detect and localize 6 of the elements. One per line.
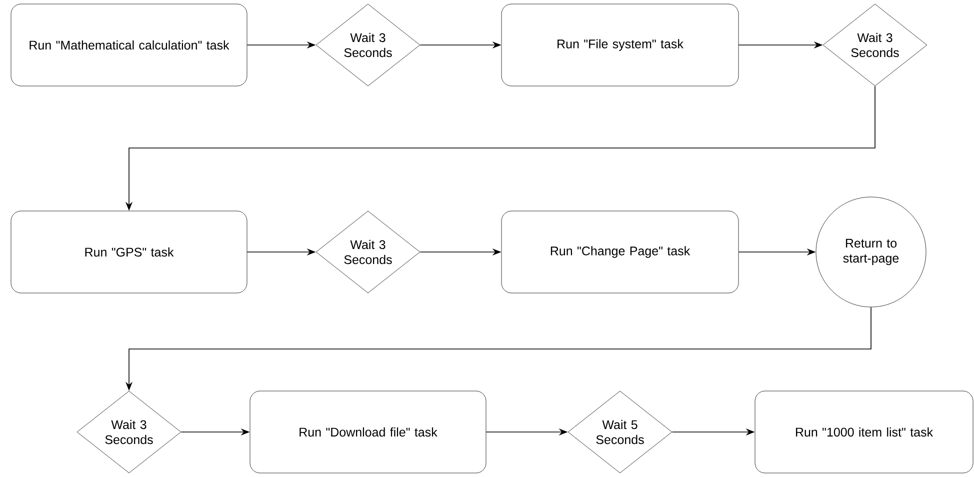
process-box: Run "1000 item list" task (754, 390, 974, 474)
process-box: Run "File system" task (501, 4, 739, 86)
process-box: Run "GPS" task (10, 210, 248, 294)
process-box: Run "Change Page" task (501, 210, 739, 294)
process-box: Run "Mathematical calculation" task (10, 4, 248, 86)
process-box: Run "Download file" task (250, 390, 486, 474)
